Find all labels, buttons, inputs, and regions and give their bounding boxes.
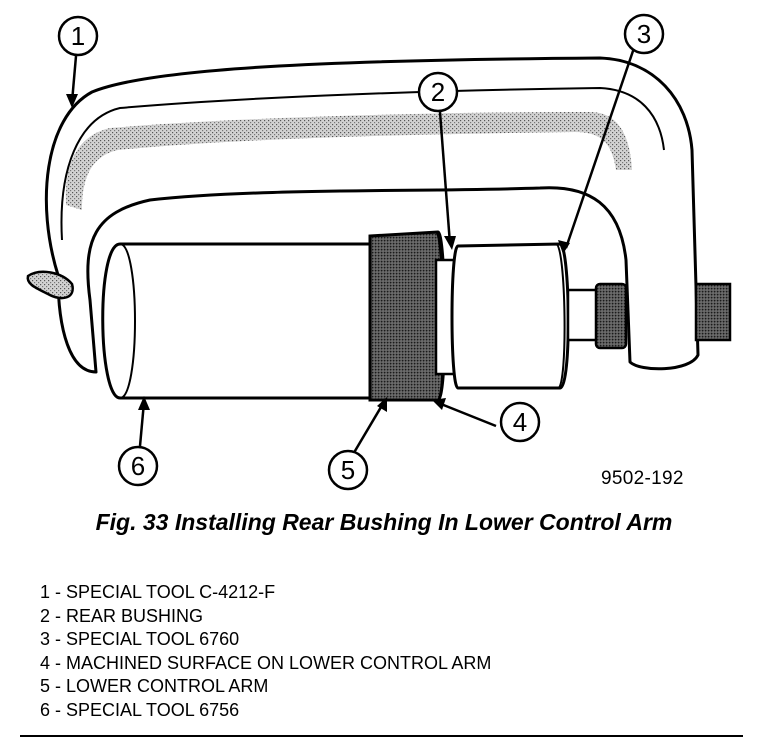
legend-list: 1 - SPECIAL TOOL C-4212-F 2 - REAR BUSHI… [40, 581, 491, 723]
legend-item: 1 - SPECIAL TOOL C-4212-F [40, 582, 276, 602]
callout-3: 3 [623, 13, 665, 55]
bottom-rule [20, 735, 743, 737]
callout-number: 2 [431, 77, 445, 107]
receiver-cylinder [101, 242, 374, 400]
legend-number: 1 [40, 582, 51, 602]
legend-number: 2 [40, 605, 51, 626]
callout-number: 1 [71, 21, 85, 51]
legend-text: LOWER CONTROL ARM [66, 676, 269, 697]
clamp-handle-tab [26, 270, 74, 300]
legend-item: 3 - SPECIAL TOOL 6760 [40, 629, 240, 650]
threaded-rod-end [694, 282, 732, 342]
callout-4: 4 [499, 401, 541, 443]
callout-number: 3 [637, 19, 651, 49]
legend-text: SPECIAL TOOL 6760 [66, 629, 240, 650]
figure-caption: Fig. 33 Installing Rear Bushing In Lower… [95, 509, 673, 535]
lower-control-arm-band [368, 230, 447, 402]
legend-number: 4 [40, 652, 51, 673]
legend-number: 6 [40, 699, 51, 720]
frame-shading [65, 112, 632, 210]
legend-item: 5 - LOWER CONTROL ARM [40, 676, 269, 697]
callout-number: 6 [131, 451, 145, 481]
figure-code: 9502-192 [601, 468, 684, 489]
legend-text: MACHINED SURFACE ON LOWER CONTROL ARM [66, 652, 492, 673]
legend-number: 5 [40, 676, 51, 697]
legend-text: SPECIAL TOOL C-4212-F [66, 582, 276, 602]
legend-text: SPECIAL TOOL 6756 [66, 699, 240, 720]
legend-number: 3 [40, 629, 51, 650]
callout-5: 5 [327, 449, 369, 491]
screw-shaft [566, 288, 600, 342]
leader-lines [70, 47, 636, 457]
callout-1: 1 [57, 15, 99, 57]
legend-text: REAR BUSHING [66, 605, 204, 626]
callout-number: 4 [513, 407, 527, 437]
adjusting-nut [594, 282, 628, 350]
frame-inner-line [60, 86, 665, 241]
legend-item: 2 - REAR BUSHING [40, 605, 204, 626]
legend-item: 4 - MACHINED SURFACE ON LOWER CONTROL AR… [40, 652, 492, 673]
callout-6: 6 [117, 445, 159, 487]
leader-arrowheads [66, 94, 570, 412]
bushing-installation-illustration: 1 2 3 4 5 6 [26, 13, 732, 491]
callout-number: 5 [341, 455, 355, 485]
callout-2: 2 [417, 71, 459, 113]
legend-item: 6 - SPECIAL TOOL 6756 [40, 699, 240, 720]
installer-cup-6760 [450, 242, 570, 390]
